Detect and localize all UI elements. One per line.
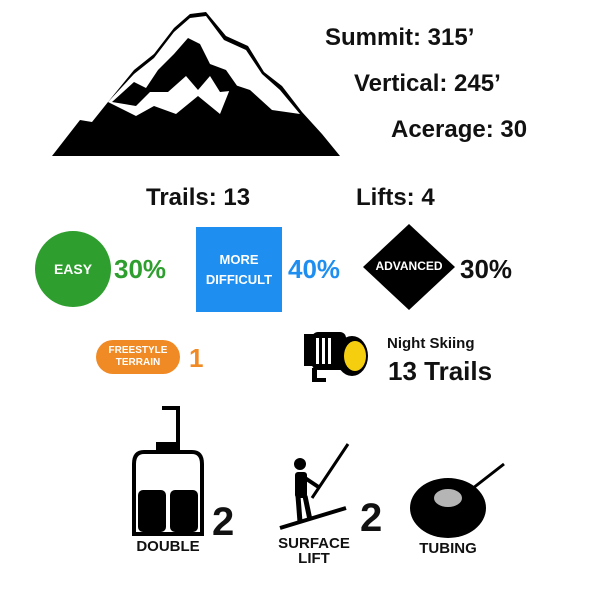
- spotlight-icon: [304, 332, 368, 382]
- mountain-icon: [52, 12, 340, 156]
- surface-lift-count: 2: [360, 496, 383, 540]
- more-difficult-badge: MORE DIFFICULT: [196, 227, 282, 312]
- more-difficult-percent: 40%: [288, 254, 341, 284]
- easy-label: EASY: [53, 261, 93, 277]
- easy-percent: 30%: [114, 254, 167, 284]
- tubing-label: TUBING: [419, 540, 477, 557]
- freestyle-label-line1: FREESTYLE: [108, 345, 168, 356]
- double-label: DOUBLE: [136, 538, 200, 555]
- freestyle-count: 1: [189, 343, 204, 373]
- advanced-percent: 30%: [460, 254, 513, 284]
- surface-lift-icon: [279, 443, 350, 530]
- freestyle-terrain-badge: FREESTYLE TERRAIN: [96, 340, 180, 374]
- easy-badge: EASY: [35, 231, 111, 307]
- more-difficult-label-line2: DIFFICULT: [205, 271, 273, 287]
- double-count: 2: [212, 500, 235, 544]
- surface-lift-label-line1: SURFACE: [278, 535, 350, 552]
- surface-lift-label: SURFACE LIFT: [268, 536, 360, 566]
- tube-icon: [410, 462, 505, 538]
- night-skiing-trails: 13 Trails: [388, 356, 493, 386]
- summit-stat: Summit: 315’: [325, 24, 475, 51]
- lifts-count: Lifts: 4: [356, 184, 435, 211]
- more-difficult-label-line1: MORE: [219, 251, 259, 267]
- advanced-label: ADVANCED: [375, 259, 443, 273]
- acreage-stat: Acerage: 30: [391, 116, 528, 143]
- trails-count: Trails: 13: [146, 184, 251, 211]
- chairlift-icon: [132, 406, 204, 536]
- night-skiing-label: Night Skiing: [387, 335, 475, 352]
- vertical-stat: Vertical: 245’: [354, 70, 501, 97]
- surface-lift-label-line2: LIFT: [298, 550, 330, 567]
- freestyle-label-line2: TERRAIN: [115, 357, 161, 368]
- advanced-diamond-icon: [363, 224, 455, 310]
